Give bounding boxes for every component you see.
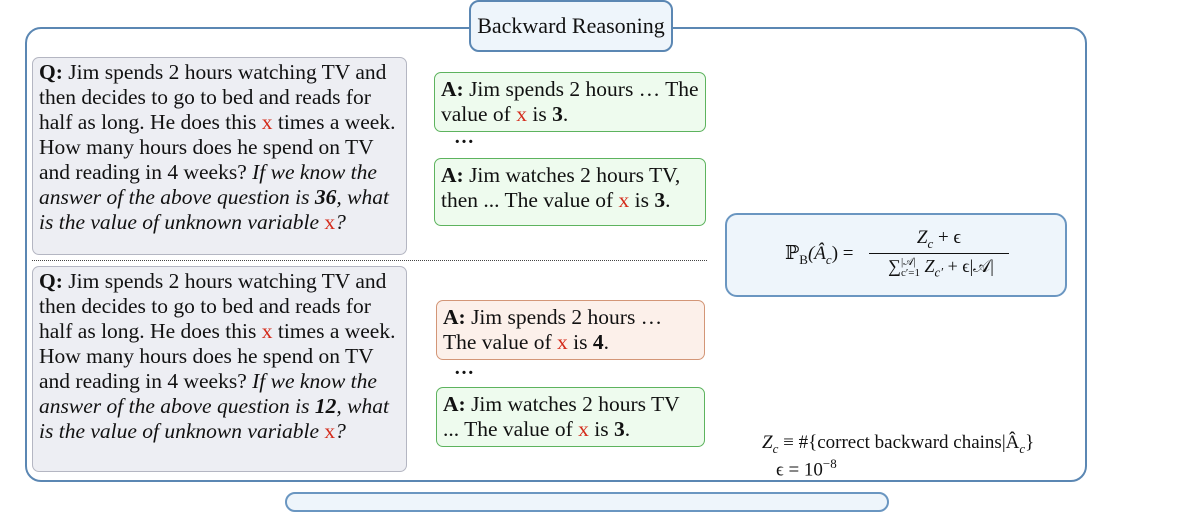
question-condition: , what is the value of unknown variable (39, 394, 389, 443)
answer-text: Jim watches 2 hours TV, then ... The val… (441, 163, 681, 212)
z-def-sub: c (1019, 440, 1026, 456)
question-end: ? (335, 419, 346, 443)
formula-den-sub: c′ (934, 264, 944, 280)
formula-eq: ) = (831, 243, 854, 264)
ellipsis: … (454, 357, 474, 379)
question-condition: If we know the answer of the above quest… (39, 369, 377, 418)
formula-arg: (Â (807, 243, 826, 264)
question-text: times a week. How many hours does he spe… (39, 110, 396, 184)
answer-text: Jim spends 2 hours … The value of (441, 77, 699, 126)
formula-sum-sup: |𝒜| (901, 255, 916, 268)
question-text: times a week. How many hours does he spe… (39, 319, 396, 393)
answer-end: . (624, 417, 631, 441)
z-def-text: ≡ #{correct backward chains|Â (778, 432, 1020, 453)
question-label: Q: (39, 269, 63, 293)
formula-arg-sub: c (825, 251, 832, 267)
answer-label: A: (441, 77, 464, 101)
formula-sum-sub: c′=1 (901, 266, 920, 279)
epsilon-definition: ϵ = 10−8 (776, 456, 837, 481)
formula-den-rest: + ϵ|𝒜| (943, 256, 994, 276)
section-divider (32, 260, 707, 261)
fraction-bar (869, 253, 1009, 254)
question-condition: , what is the value of unknown variable (39, 185, 389, 234)
variable-x: x (618, 188, 630, 212)
variable-x: x (324, 419, 336, 443)
given-answer: 36 (314, 185, 337, 209)
question-condition: If we know the answer of the above quest… (39, 160, 377, 209)
variable-x: x (324, 210, 336, 234)
question-text: Jim spends 2 hours watching TV and then … (39, 60, 387, 134)
formula-num-z: Z (916, 227, 928, 248)
formula-sum: ∑ (888, 256, 901, 276)
answer-end: . (603, 330, 609, 354)
answer-label: A: (443, 392, 466, 416)
answer-value: 3 (654, 188, 666, 212)
answer-box-3: A: Jim spends 2 hours … The value of x i… (436, 300, 705, 360)
answer-value: 4 (592, 330, 604, 354)
answer-text: Jim watches 2 hours TV ... The value of (443, 392, 680, 441)
epsilon-exponent: −8 (822, 456, 837, 471)
formula-p-sub: B (799, 251, 808, 267)
answer-end: . (562, 102, 569, 126)
formula-p: ℙ (785, 243, 800, 264)
next-panel-edge (285, 492, 889, 512)
formula-den-z: Z (920, 256, 935, 276)
answer-label: A: (443, 305, 466, 329)
answer-text: Jim spends 2 hours … The value of (443, 305, 663, 354)
answer-label: A: (441, 163, 464, 187)
variable-x: x (516, 102, 527, 126)
answer-text: is (629, 188, 655, 212)
formula-num-sub: c (927, 235, 934, 251)
formula-lhs: ℙB(Âc) = (785, 242, 853, 268)
answer-box-2: A: Jim watches 2 hours TV, then ... The … (434, 158, 706, 226)
probability-formula: ℙB(Âc) = Zc + ϵ ∑|𝒜|c′=1 Zc′ + ϵ|𝒜| (725, 213, 1067, 297)
ellipsis: … (454, 126, 474, 148)
formula-denominator: ∑|𝒜|c′=1 Zc′ + ϵ|𝒜| (867, 256, 1015, 281)
question-box-1: Q: Jim spends 2 hours watching TV and th… (32, 57, 407, 255)
formula-num-rest: + ϵ (933, 227, 962, 248)
z-def-end: } (1025, 432, 1035, 453)
z-sub: c (772, 440, 779, 456)
given-answer: 12 (314, 394, 337, 418)
variable-x: x (557, 330, 568, 354)
z-symbol: Z (762, 432, 773, 453)
panel-title: Backward Reasoning (469, 0, 673, 52)
variable-x: x (261, 319, 273, 343)
answer-text: is (567, 330, 593, 354)
variable-x: x (261, 110, 273, 134)
question-label: Q: (39, 60, 63, 84)
question-box-2: Q: Jim spends 2 hours watching TV and th… (32, 266, 407, 472)
answer-box-1: A: Jim spends 2 hours … The value of x i… (434, 72, 706, 132)
answer-end: . (665, 188, 671, 212)
z-definition: Zc ≡ #{correct backward chains|Âc} (762, 432, 1034, 457)
answer-box-4: A: Jim watches 2 hours TV ... The value … (436, 387, 705, 447)
formula-numerator: Zc + ϵ (867, 227, 1011, 252)
epsilon-text: ϵ = 10 (776, 459, 823, 481)
question-text: Jim spends 2 hours watching TV and then … (39, 269, 387, 343)
answer-value: 3 (552, 102, 563, 126)
answer-text: is (526, 102, 553, 126)
answer-value: 3 (613, 417, 625, 441)
answer-text: is (588, 417, 614, 441)
variable-x: x (578, 417, 589, 441)
question-end: ? (335, 210, 346, 234)
